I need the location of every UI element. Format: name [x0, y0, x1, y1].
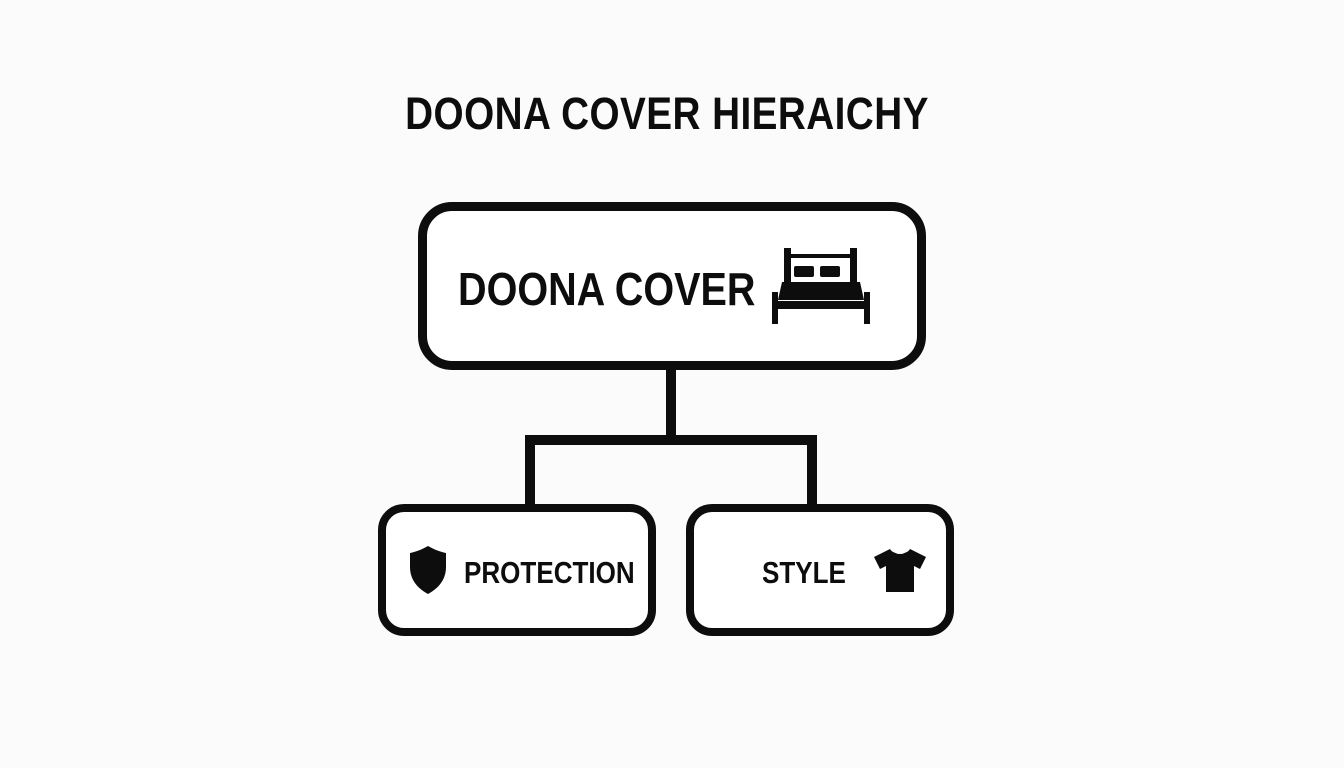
- child-node-label-style: STYLE: [762, 555, 846, 590]
- bed-icon: [772, 248, 870, 324]
- branch-connector: [525, 435, 817, 513]
- child-node-label-protection: PROTECTION: [464, 555, 635, 590]
- root-node-label: DOONA COVER: [458, 263, 756, 315]
- t-shirt-icon: [874, 549, 926, 592]
- shield-icon: [410, 546, 446, 594]
- diagram-title: DOONA COVER HIERAICHY: [405, 88, 929, 139]
